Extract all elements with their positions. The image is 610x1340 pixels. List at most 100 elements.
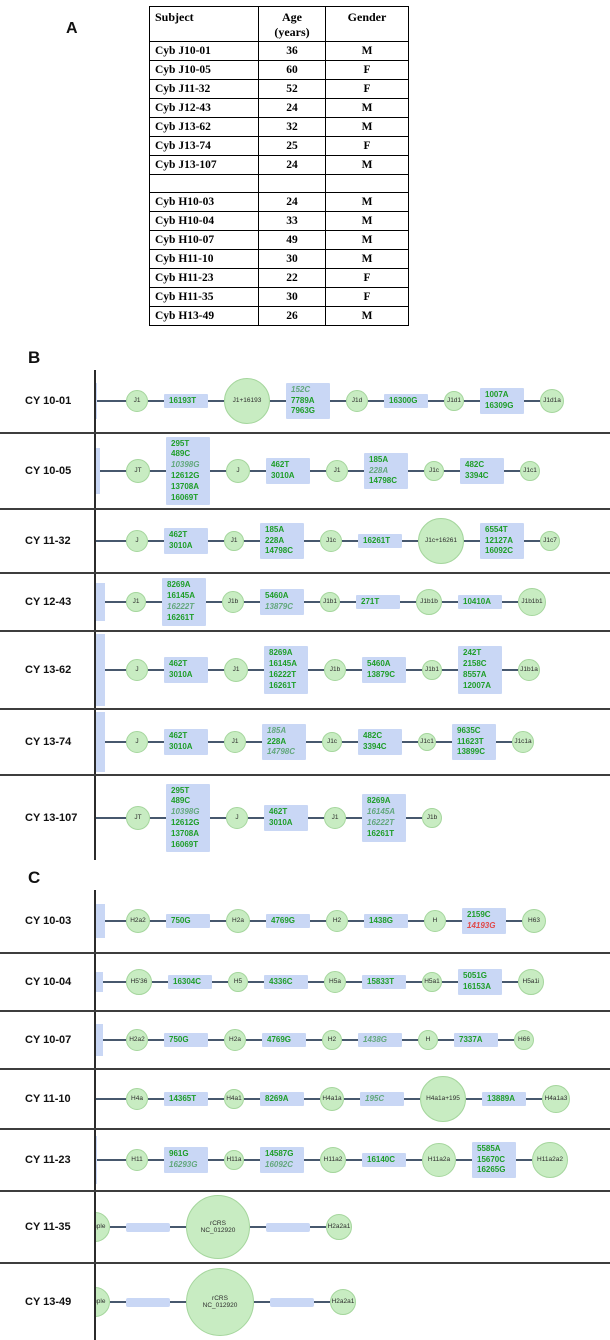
mutation-label: 4336C	[269, 976, 293, 986]
haplogroup-label: J1b	[329, 666, 341, 674]
connector-line	[304, 1098, 320, 1100]
haplogroup-label: H5a	[329, 978, 341, 986]
connector-line	[248, 817, 264, 819]
mutation-label: 15670C	[477, 1154, 506, 1164]
connector-line	[436, 741, 452, 743]
connector-line	[248, 981, 264, 983]
haplogroup-label: J1b1a	[520, 666, 538, 674]
haplogroup-label: sample	[96, 1223, 106, 1231]
table-cell: Cyb J11-32	[149, 79, 259, 99]
mutation-box: 4769G	[266, 913, 310, 929]
connector-line	[148, 669, 164, 671]
table-cell: Cyb H11-35	[149, 287, 259, 307]
table-cell: F	[325, 60, 409, 80]
connector-line	[504, 470, 520, 472]
connector-line	[210, 920, 226, 922]
mutation-label: 13708A	[171, 481, 200, 491]
haplogroup-label: J1c7	[543, 537, 557, 545]
mutation-label: 482C	[465, 460, 485, 470]
haplogroup-node: H11a2a	[422, 1143, 456, 1177]
table-cell: 60	[258, 60, 326, 80]
row-label: CY 13-74	[25, 736, 72, 748]
panel-a-label: A	[66, 20, 78, 37]
connector-line	[406, 817, 422, 819]
table-cell	[258, 174, 326, 193]
table-cell: Cyb H11-23	[149, 268, 259, 288]
connector-line	[150, 817, 166, 819]
row-label: CY 11-35	[25, 1221, 71, 1233]
haplogroup-label: H11a	[226, 1156, 242, 1164]
haplogroup-node: J	[226, 459, 250, 483]
mutation-box: 8269A	[260, 1091, 304, 1107]
haplogroup-label: J1c	[428, 467, 440, 475]
lineage-start-bar	[96, 712, 105, 772]
haplogroup-node: J1b1b1	[518, 588, 546, 616]
connector-line	[170, 1301, 186, 1303]
connector-line	[344, 1098, 360, 1100]
table-row	[149, 174, 409, 193]
haplogroup-node: J1	[326, 460, 348, 482]
lineage-start-bar	[96, 634, 105, 706]
connector-line	[96, 1159, 126, 1161]
haplogroup-node: H63	[522, 909, 546, 933]
lineage-start-bar	[96, 448, 100, 494]
connector-line	[466, 1098, 482, 1100]
connector-line	[148, 1039, 164, 1041]
haplogroup-label: H2a	[229, 1036, 241, 1044]
table-cell: M	[325, 211, 409, 231]
connector-line	[170, 1226, 186, 1228]
haplogroup-label: J	[235, 814, 239, 822]
row-label: CY 12-43	[25, 596, 72, 608]
mutation-label: 5460A	[265, 591, 289, 601]
mutation-label: 13879C	[265, 602, 294, 611]
connector-line	[342, 540, 358, 542]
lineage-start-bar	[96, 383, 97, 419]
connector-line	[428, 400, 444, 402]
haplogroup-node: J1b1	[320, 592, 340, 612]
mutation-label: 16092C	[265, 1160, 294, 1169]
haplogroup-label: J1d1	[446, 397, 462, 405]
mutation-label: 14587G	[265, 1149, 294, 1159]
table-cell: M	[325, 117, 409, 137]
lineage-start-bar	[94, 781, 96, 855]
connector-line	[246, 741, 262, 743]
mutation-label: 12127A	[485, 535, 514, 545]
mutation-label: 489C	[171, 449, 191, 459]
haplogroup-node: J1	[224, 731, 246, 753]
connector-line	[96, 669, 126, 671]
connector-bar	[126, 1222, 170, 1232]
table-cell	[149, 174, 259, 193]
connector-line	[96, 981, 126, 983]
mutation-label: 489C	[171, 796, 191, 806]
connector-line	[402, 540, 418, 542]
haplogroup-label: J1c1a	[514, 738, 532, 746]
haplogroup-node: J1b1b	[416, 589, 442, 615]
mutation-label: 1007A	[485, 390, 509, 400]
haplogroup-label: H11	[131, 1156, 143, 1164]
lineage-start-bar	[96, 583, 105, 621]
haplogroup-label: J	[135, 537, 139, 545]
table-cell: Cyb J10-01	[149, 41, 259, 61]
haplogroup-node: H	[418, 1030, 438, 1050]
mutation-label: 16261T	[269, 680, 297, 690]
connector-line	[244, 1098, 260, 1100]
mutation-label: 295T	[171, 785, 190, 795]
